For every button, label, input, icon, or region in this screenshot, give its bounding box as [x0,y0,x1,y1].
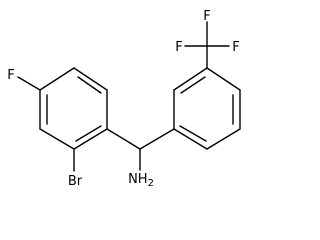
amine-label: NH2 [128,172,154,189]
bond-ring2-d [206,67,241,91]
cf3-fluorine-top-label: F [203,9,210,24]
cf3-fluorine-left-label: F [175,40,182,55]
bond-c-f [17,76,41,91]
bond-ring1-a-inner [77,76,102,94]
bond-ring2-e [173,67,208,91]
bond-ch-ring2 [139,128,175,150]
bond-ring1-a [73,67,108,91]
bond-ring1-ch [106,128,141,150]
bond-ring2-e-inner [180,76,206,94]
bond-ring2-a-inner [179,125,207,142]
structure-diagram: F Br NH2 F F F [7,9,241,189]
fluorine-label: F [7,68,14,83]
bond-ring2-b [206,128,241,150]
bond-ring1-c-inner [75,125,102,142]
amine-nh: NH [128,172,148,187]
bond-ring2-a [173,128,208,150]
bond-ring1-d [39,128,75,150]
bond-ring1-c [73,128,108,150]
atom-labels: F Br NH2 F F F [7,9,239,189]
bromine-label: Br [68,174,83,189]
amine-subscript: 2 [148,178,154,189]
bond-ring1-f [39,67,75,91]
bonds [17,21,241,172]
cf3-fluorine-right-label: F [232,40,239,55]
